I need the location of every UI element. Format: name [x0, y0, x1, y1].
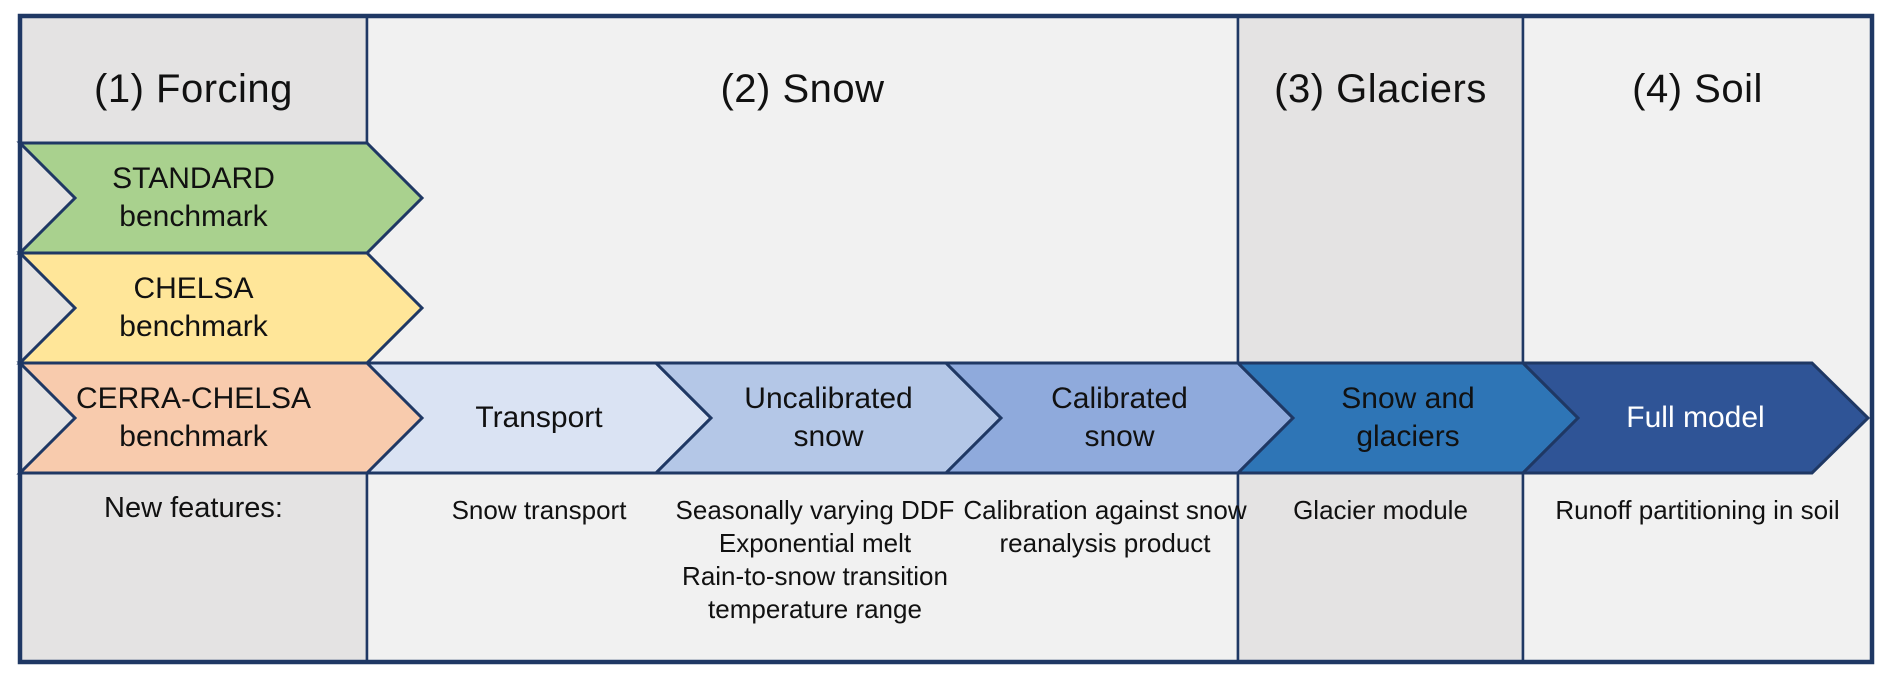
column-snow-background	[365, 14, 1240, 664]
column-soil-background	[1521, 14, 1874, 664]
diagram-outer-border	[17, 13, 1875, 665]
column-glaciers-background	[1236, 14, 1525, 664]
benchmark-arrow-chelsa	[16, 251, 425, 365]
step-arrow-full-model	[1519, 361, 1871, 475]
benchmark-arrow-standard	[16, 141, 425, 255]
benchmark-arrow-cerra-chelsa	[16, 361, 425, 475]
